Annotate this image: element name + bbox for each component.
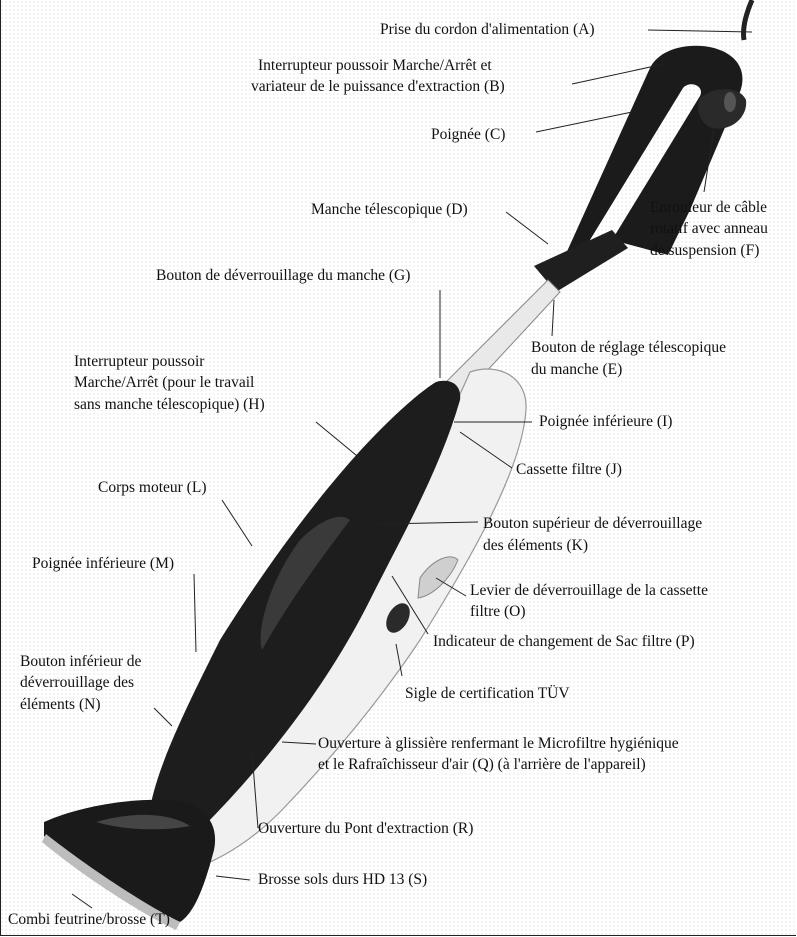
label-P: Indicateur de changement de Sac filtre (… [433,631,695,652]
label-J: Cassette filtre (J) [516,459,622,480]
label-N-line3: éléments (N) [20,694,100,715]
label-O-line2: filtre (O) [470,601,526,622]
label-Q-line2: et le Rafraîchisseur d'air (Q) (à l'arri… [318,754,646,775]
label-N-line2: déverrouillage des [20,672,134,693]
label-Q-line1: Ouverture à glissière renfermant le Micr… [318,733,679,754]
leader-H [316,422,362,460]
leader-N [154,708,172,726]
label-S: Brosse sols durs HD 13 (S) [258,869,427,890]
label-A: Prise du cordon d'alimentation (A) [380,19,595,40]
power-cord [743,0,752,40]
label-K-line2: des éléments (K) [483,535,588,556]
label-B-line2: variateur de le puissance d'extraction (… [251,76,505,97]
label-M: Poignée inférieure (M) [32,553,174,574]
label-E-line2: du manche (E) [531,359,622,380]
label-D: Manche télescopique (D) [311,199,468,220]
label-E-line1: Bouton de réglage télescopique [531,337,726,358]
leader-M [194,574,196,652]
label-F-line2: rotatif avec anneau [650,218,768,239]
label-R: Ouverture du Pont d'extraction (R) [258,818,473,839]
leader-E [552,300,554,336]
leader-T [72,894,92,908]
leader-S [216,876,250,880]
cord-winder-ring [724,92,736,112]
leader-D [506,212,548,244]
label-F-line1: Enrouleur de câble [650,197,767,218]
label-O-line1: Levier de déverrouillage de la cassette [470,580,708,601]
label-F-line3: de suspension (F) [650,240,759,261]
label-H-line2: Marche/Arrêt (pour le travail [74,372,254,393]
label-L: Corps moteur (L) [98,477,206,498]
label-B-line1: Interrupteur poussoir Marche/Arrêt et [258,55,492,76]
label-T: Combi feutrine/brosse (T) [8,909,170,930]
leader-A [648,30,752,32]
label-TUV: Sigle de certification TÜV [405,683,570,704]
cord-winder [698,89,746,128]
label-H-line3: sans manche télescopique) (H) [74,394,265,415]
label-K-line1: Bouton supérieur de déverrouillage [483,513,702,534]
label-I: Poignée inférieure (I) [539,411,672,432]
label-G: Bouton de déverrouillage du manche (G) [156,265,410,286]
leader-L [222,500,252,546]
label-H-line1: Interrupteur poussoir [74,351,204,372]
label-C: Poignée (C) [431,124,505,145]
leader-C [536,112,632,132]
label-N-line1: Bouton inférieur de [20,651,141,672]
